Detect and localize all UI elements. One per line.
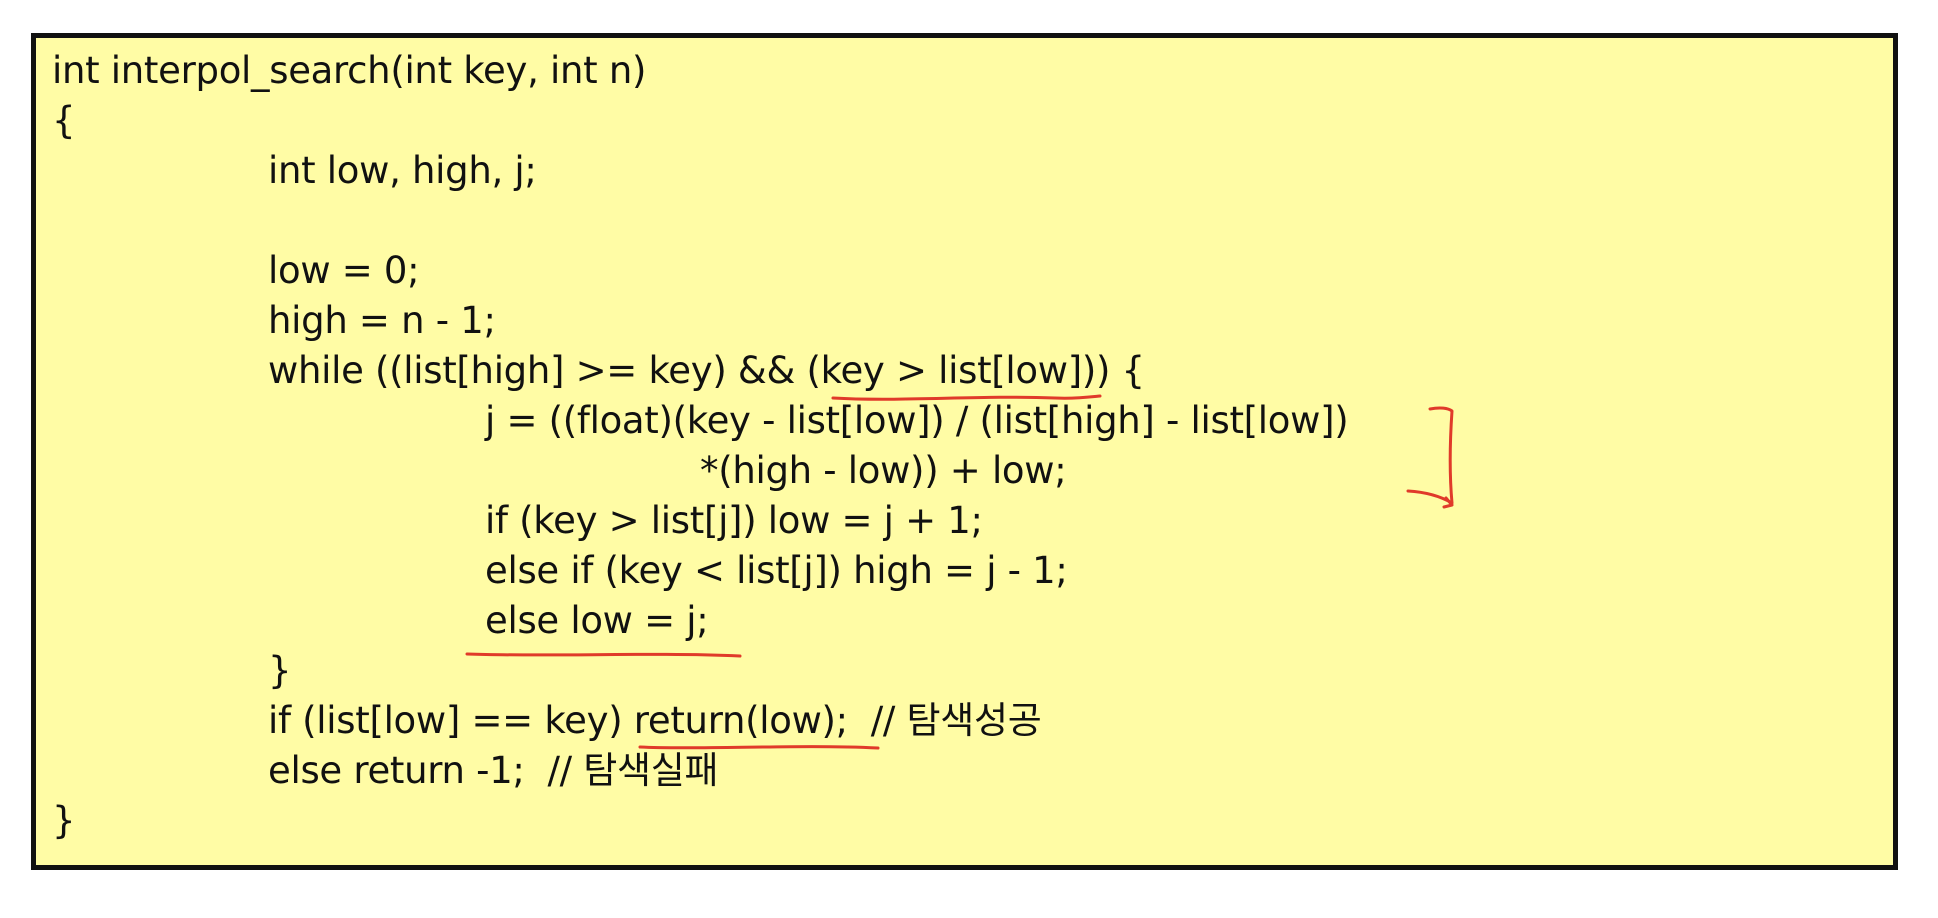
code-line-1: int interpol_search(int key, int n) bbox=[52, 49, 647, 92]
code-line-14: if (list[low] == key) return(low); // 탐색… bbox=[268, 699, 1042, 742]
code-line-5: low = 0; bbox=[268, 249, 420, 292]
code-line-15: else return -1; // 탐색실패 bbox=[268, 749, 719, 792]
code-line-13: } bbox=[268, 649, 292, 692]
code-line-9: *(high - low)) + low; bbox=[700, 449, 1067, 492]
code-panel bbox=[31, 33, 1898, 870]
code-line-12: else low = j; bbox=[485, 599, 709, 642]
code-line-16: } bbox=[52, 799, 76, 842]
code-line-3: int low, high, j; bbox=[268, 149, 537, 192]
code-line-7: while ((list[high] >= key) && (key > lis… bbox=[268, 349, 1145, 392]
code-line-10: if (key > list[j]) low = j + 1; bbox=[485, 499, 983, 542]
code-line-6: high = n - 1; bbox=[268, 299, 496, 342]
code-line-8: j = ((float)(key - list[low]) / (list[hi… bbox=[485, 399, 1349, 442]
code-line-11: else if (key < list[j]) high = j - 1; bbox=[485, 549, 1068, 592]
code-line-2: { bbox=[52, 99, 76, 142]
